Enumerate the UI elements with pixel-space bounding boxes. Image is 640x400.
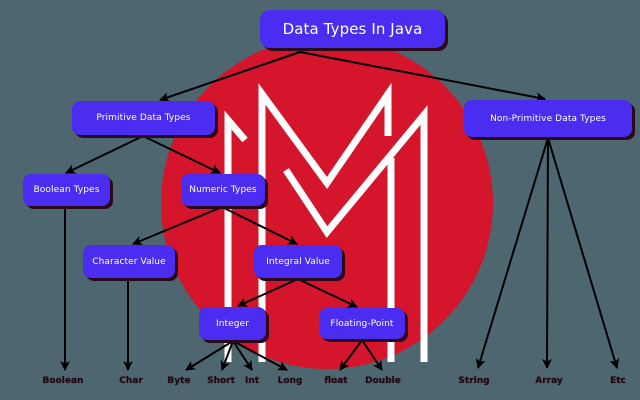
edge-integral-integer	[237, 278, 299, 307]
edges	[60, 51, 620, 371]
edge-root-nonprimitive	[299, 51, 546, 103]
edge-nonprim-string	[475, 137, 549, 369]
node-character-value: Character Value	[83, 245, 175, 278]
node-integer: Integer	[199, 307, 266, 340]
edge-root-primitive	[159, 51, 301, 102]
leaf-long: Long	[277, 376, 303, 386]
edge-numeric-character	[132, 206, 223, 246]
leaf-int: Int	[244, 376, 260, 386]
edge-integer-long	[232, 340, 288, 371]
edge-integer-byte	[185, 340, 234, 371]
leaf-etc: Etc	[610, 376, 626, 386]
leaf-char: Char	[119, 376, 143, 386]
leaf-byte: Byte	[167, 376, 191, 386]
edge-numeric-integral	[221, 206, 298, 245]
edge-floating-float	[339, 339, 363, 371]
edge-integral-floating	[297, 278, 358, 308]
leaf-float: float	[324, 376, 348, 386]
edge-nonprim-array	[542, 137, 553, 369]
leaf-short: Short	[207, 376, 235, 386]
node-integral-value: Integral Value	[254, 245, 342, 278]
leaf-boolean: Boolean	[42, 376, 84, 386]
edge-primitive-boolean	[65, 135, 144, 174]
leaf-array: Array	[535, 376, 563, 386]
edge-integer-int	[232, 340, 253, 371]
node-non-primitive-data-types: Non-Primitive Data Types	[464, 100, 632, 137]
edge-integer-short	[220, 340, 234, 371]
node-data-types-in-java: Data Types In Java	[260, 10, 445, 48]
edge-primitive-numeric	[142, 135, 221, 174]
leaf-double: Double	[365, 376, 401, 386]
leaf-string: String	[458, 376, 490, 386]
edge-nonprim-etc	[547, 137, 620, 369]
node-floating-point: Floating-Point	[319, 308, 405, 339]
node-numeric-types: Numeric Types	[181, 174, 265, 206]
node-boolean-types: Boolean Types	[23, 174, 110, 206]
edge-floating-double	[361, 339, 383, 371]
node-primitive-data-types: Primitive Data Types	[72, 101, 215, 135]
